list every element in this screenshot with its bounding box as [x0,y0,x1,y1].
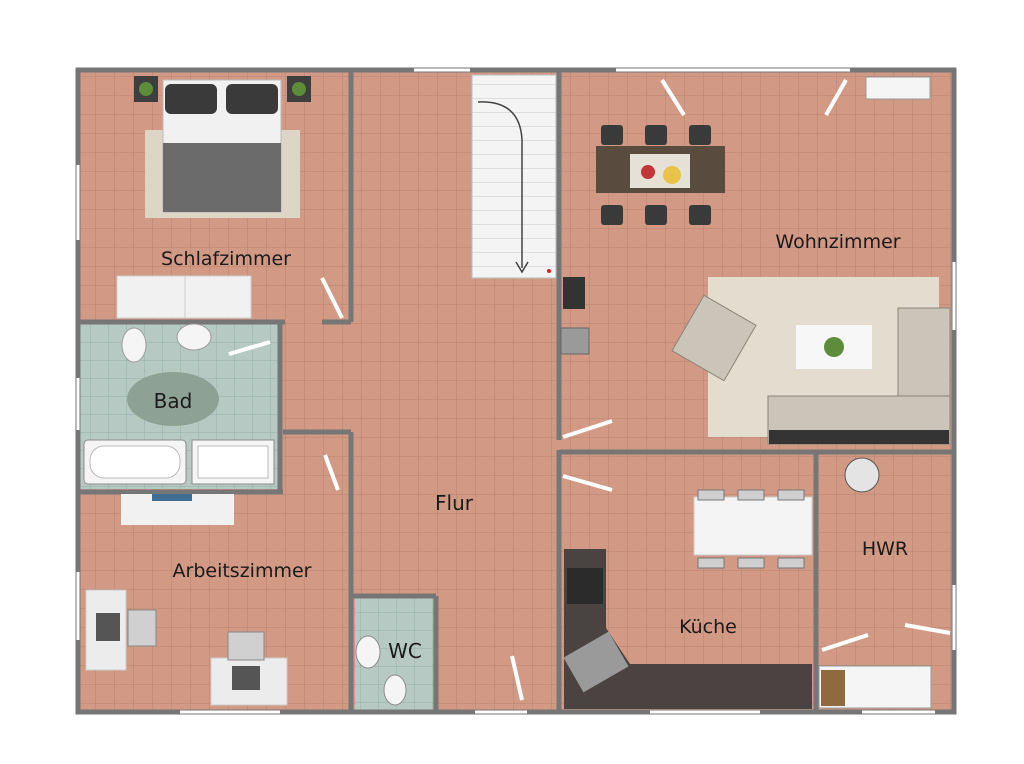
room-label-schlafzimmer: Schlafzimmer [161,248,291,270]
room-label-wc: WC [388,639,422,663]
stove [563,277,585,309]
chimney [560,327,590,355]
room-label-kueche: Küche [679,616,737,638]
windows [76,68,956,714]
living-furniture [596,76,951,445]
room-label-wohnzimmer: Wohnzimmer [775,231,900,253]
room-label-arbeitszimmer: Arbeitszimmer [173,560,312,582]
door-swings [228,78,951,701]
room-label-bad: Bad [154,389,193,413]
kitchen-furniture [563,489,813,709]
bedroom-furniture [116,76,311,319]
wc-fixtures [355,635,407,706]
bathroom-fixtures [83,323,275,485]
utility-fixtures [818,457,932,709]
staircase [471,74,557,279]
room-label-hwr: HWR [862,538,908,560]
office-furniture [85,494,288,706]
room-label-flur: Flur [435,491,474,515]
